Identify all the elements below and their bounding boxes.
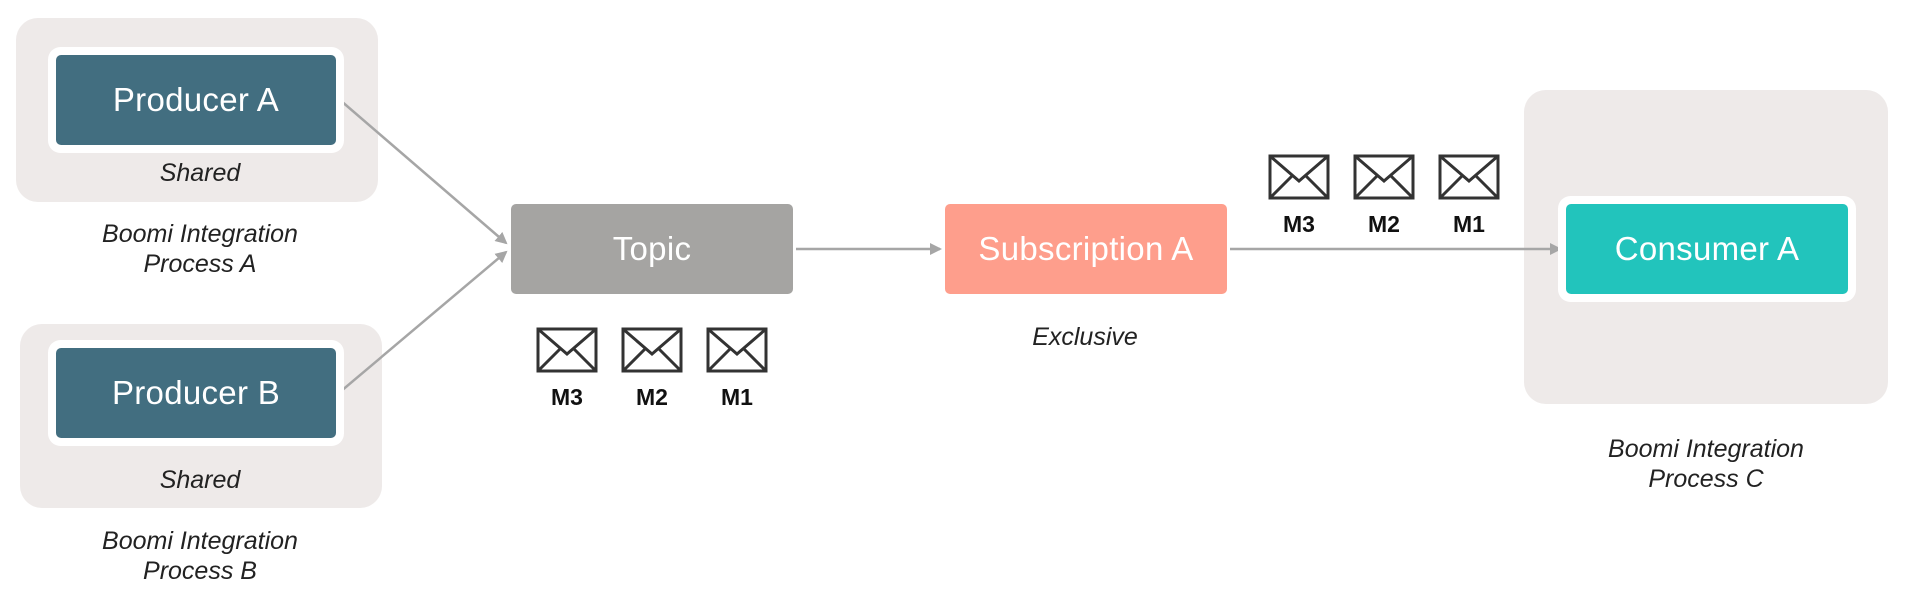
shared-label-b: Shared — [159, 466, 241, 494]
shared-label-a: Shared — [159, 159, 241, 187]
topic-message-label-3: M1 — [721, 384, 753, 410]
topic-message-label-1: M3 — [551, 384, 583, 410]
envelope-icon — [1438, 154, 1500, 200]
process-b-label-line1: Boomi Integration — [102, 527, 298, 555]
process-c-label-line1: Boomi Integration — [1608, 435, 1804, 463]
subscription-message-label-3: M1 — [1453, 211, 1485, 237]
process-b-label-line2: Process B — [143, 557, 257, 585]
process-a-label-line1: Boomi Integration — [102, 220, 298, 248]
subscription-message-label-2: M2 — [1368, 211, 1400, 237]
envelope-icon — [536, 327, 598, 373]
envelope-icon — [706, 327, 768, 373]
process-c-label-line2: Process C — [1648, 465, 1764, 493]
envelope-icon — [621, 327, 683, 373]
topic-message-label-2: M2 — [636, 384, 668, 410]
exclusive-label: Exclusive — [1032, 323, 1138, 351]
topic-node[interactable]: Topic — [511, 204, 793, 294]
envelope-icon — [1268, 154, 1330, 200]
producer-a-node[interactable]: Producer A — [56, 55, 336, 145]
process-c-label: Boomi Integration Process C — [1556, 434, 1856, 494]
process-b-label: Boomi Integration Process B — [50, 526, 350, 586]
producer-b-node[interactable]: Producer B — [56, 348, 336, 438]
subscription-message-label-1: M3 — [1283, 211, 1315, 237]
arrow-producer-a-to-topic — [339, 99, 508, 245]
subscription-a-node[interactable]: Subscription A — [945, 204, 1227, 294]
arrow-producer-b-to-topic — [339, 250, 508, 393]
consumer-a-node[interactable]: Consumer A — [1566, 204, 1848, 294]
process-a-label-line2: Process A — [143, 250, 257, 278]
envelope-icon — [1353, 154, 1415, 200]
process-a-label: Boomi Integration Process A — [50, 219, 350, 279]
